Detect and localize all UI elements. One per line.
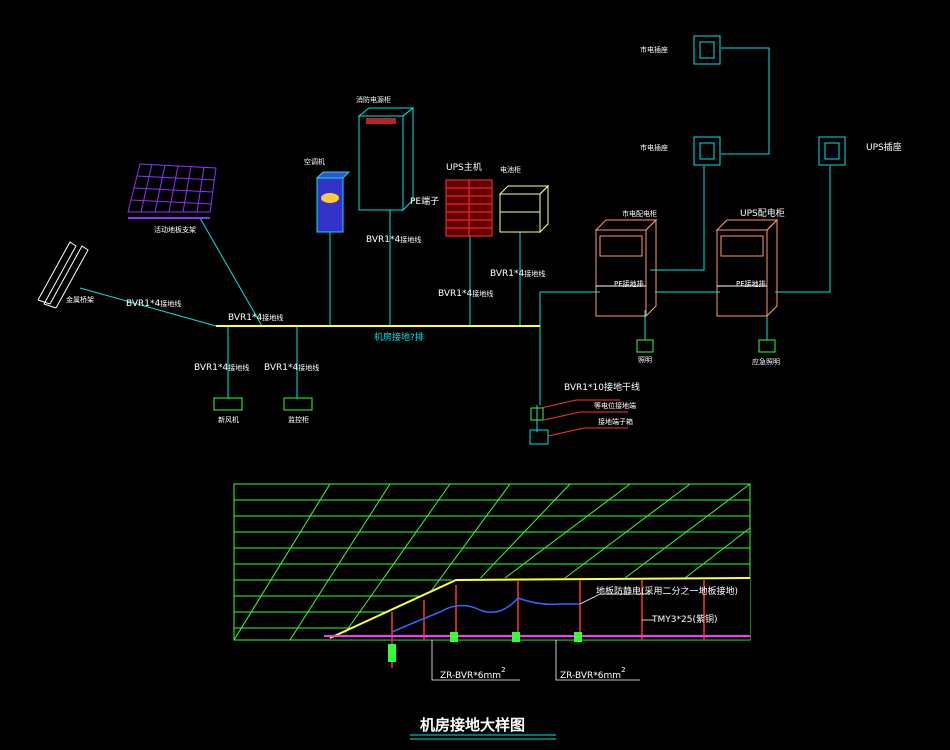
label-dev4: 监控柜	[288, 415, 309, 424]
floor-cutaway	[330, 578, 750, 640]
label-wire-bvr10: BVR1*10接地干线	[564, 381, 640, 393]
terminal-box	[529, 429, 549, 445]
label-floor-bracket: 活动地板支架	[154, 225, 196, 234]
bond-clamps	[388, 632, 582, 662]
device-box	[283, 397, 313, 411]
battery-rack	[498, 184, 550, 234]
label-ups-panel: UPS配电柜	[740, 207, 785, 219]
label-ground-terminal: 接地端子箱	[598, 417, 633, 426]
page-title: 机房接地大样图	[420, 716, 525, 734]
bond-wire	[391, 597, 580, 633]
device-box	[213, 397, 243, 411]
label-ups-outlet: UPS插座	[866, 141, 902, 153]
label-mains-panel: 市电配电柜	[622, 209, 657, 218]
floor-pedestals	[391, 580, 705, 668]
floor-surface	[329, 577, 751, 639]
mains-panel	[594, 218, 658, 318]
label-dev3: 新风机	[218, 415, 239, 424]
label-tmy: TMY3*25(紫铜)	[651, 613, 717, 625]
ground-block	[636, 339, 654, 353]
label-fire-cabinet: 消防电源柜	[356, 95, 391, 104]
label-dev2: 应急照明	[752, 357, 780, 366]
label-bus: 机房接地?排	[374, 331, 424, 343]
label-equip-ground: 等电位接地端	[594, 401, 636, 410]
label-mains-outlet: 市电插座	[640, 45, 668, 54]
label-wire-4: BVR1*4接地线	[438, 289, 493, 299]
label-wire-2: BVR1*4接地线	[228, 313, 283, 323]
label-pe-terminal: PE端子	[410, 195, 439, 207]
ups-host	[445, 179, 493, 237]
label-pe-bar2: PE接地排	[736, 279, 766, 288]
fire-cabinet	[357, 106, 415, 212]
label-mains-outlet2: 市电插座	[640, 143, 668, 152]
label-dev1: 照明	[638, 356, 652, 364]
label-ups-host: UPS主机	[446, 161, 482, 173]
cyan-wiring	[79, 47, 831, 432]
label-wire-3: BVR1*4接地线	[366, 235, 421, 245]
ac-unit	[315, 171, 351, 233]
outlet-box	[693, 35, 846, 166]
label-pe-bar1: PE接地排	[614, 279, 644, 288]
label-cable-tray: 金属桥架	[66, 295, 94, 304]
label-battery-rack: 电池柜	[500, 165, 521, 174]
label-wire-6: BVR1*4接地线	[194, 363, 249, 373]
label-wire-1: BVR1*4接地线	[126, 299, 181, 309]
ups-panel	[715, 218, 779, 318]
label-wire-zr2: ZR-BVR*6mm2	[560, 666, 626, 681]
label-wire-7: BVR1*4接地线	[264, 363, 319, 373]
terminal-box	[530, 407, 544, 421]
label-floor-ground: 地板防静电(采用二分之一地板接地)	[596, 585, 738, 597]
cable-tray	[37, 241, 89, 309]
label-ac-unit: 空调机	[304, 157, 325, 166]
floor-bracket	[127, 163, 217, 219]
label-wire-zr1: ZR-BVR*6mm2	[440, 666, 506, 681]
ground-block	[758, 339, 776, 353]
label-wire-5: BVR1*4接地线	[490, 269, 545, 279]
